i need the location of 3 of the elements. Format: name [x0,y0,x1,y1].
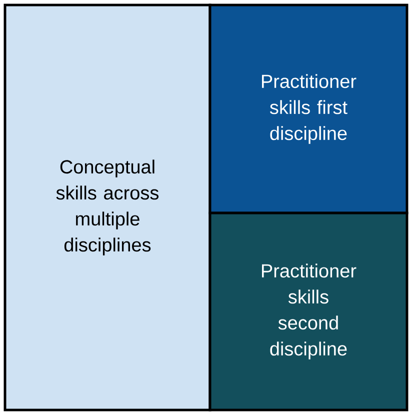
text-box: Practitioner skills second discipline [208,212,408,412]
text-box: Conceptual skills across multiple disciplines [4,4,212,412]
text-box: Practitioner skills first discipline [208,4,408,214]
